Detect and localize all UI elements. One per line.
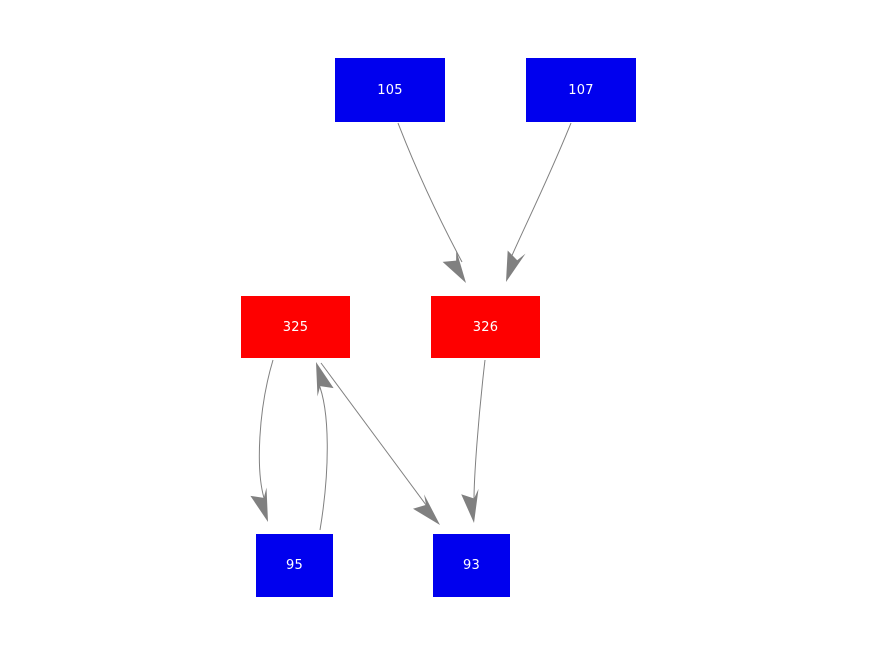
node-label: 107 xyxy=(568,82,594,98)
node-label: 105 xyxy=(377,82,403,98)
arrowhead xyxy=(316,362,334,397)
edge-95-to-325 xyxy=(316,362,334,531)
node-325[interactable]: 325 xyxy=(241,296,350,358)
edge-line xyxy=(258,359,274,499)
node-label: 95 xyxy=(286,558,303,573)
node-326[interactable]: 326 xyxy=(431,296,540,358)
edge-line xyxy=(317,381,328,531)
edge-line xyxy=(320,362,433,514)
arrowhead xyxy=(442,249,466,283)
node-93[interactable]: 93 xyxy=(433,534,510,597)
edge-line xyxy=(509,122,572,261)
edge-325-to-95 xyxy=(250,359,274,522)
node-label: 93 xyxy=(463,558,480,573)
node-label: 326 xyxy=(472,319,499,335)
edge-105-to-326 xyxy=(397,122,466,283)
arrowhead xyxy=(412,494,440,525)
edge-line xyxy=(473,359,486,501)
edge-325-to-93 xyxy=(320,362,440,525)
arrowhead xyxy=(506,250,526,282)
node-107[interactable]: 107 xyxy=(526,58,636,122)
edge-line xyxy=(397,122,463,263)
edge-326-to-93 xyxy=(461,359,486,523)
node-105[interactable]: 105 xyxy=(335,58,445,122)
node-label: 325 xyxy=(282,319,309,335)
arrowhead xyxy=(250,487,268,522)
node-95[interactable]: 95 xyxy=(256,534,333,597)
arrowhead xyxy=(461,488,479,523)
edge-107-to-326 xyxy=(506,122,572,282)
